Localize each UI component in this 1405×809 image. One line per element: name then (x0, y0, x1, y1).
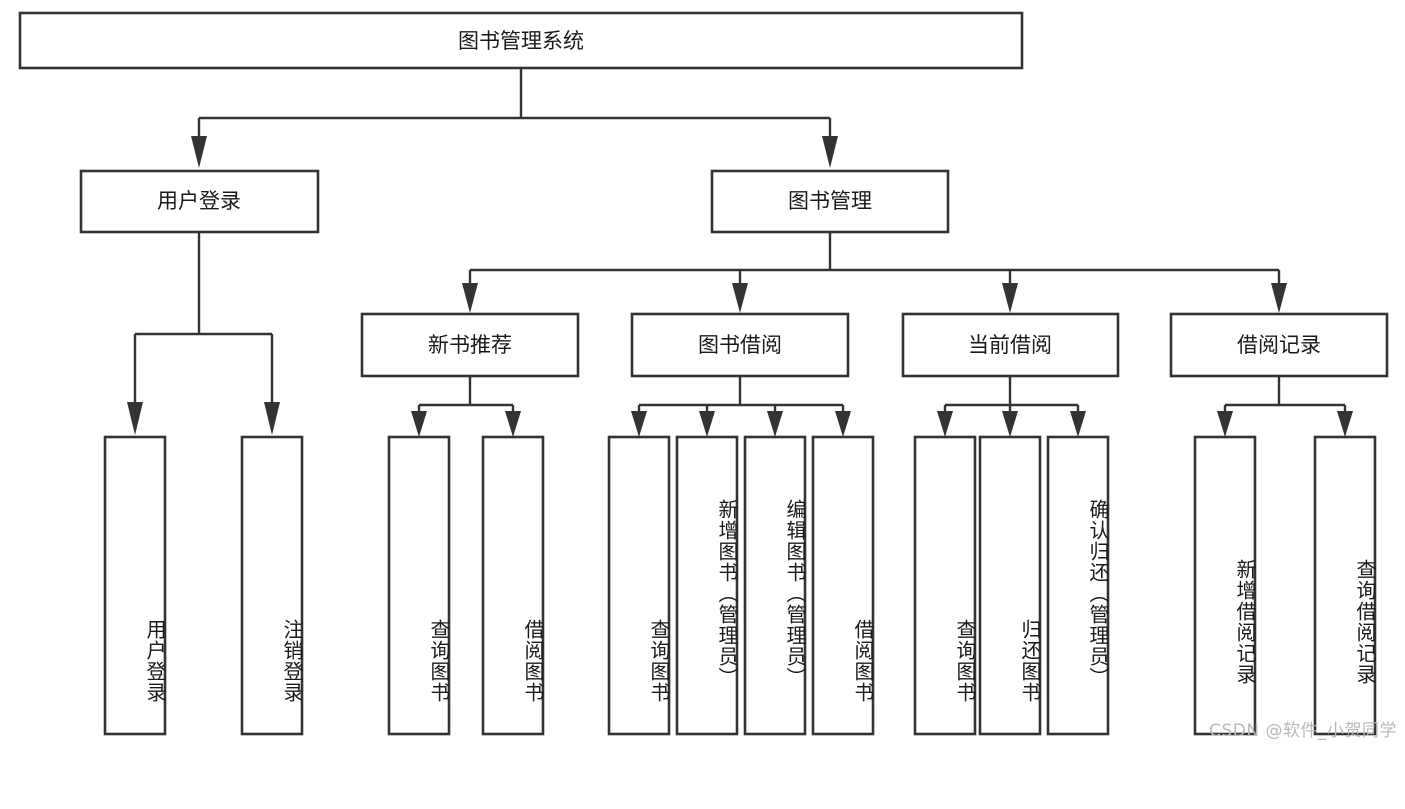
node-user-login-label: 用户登录 (157, 189, 241, 213)
arrow-head-leaf-borrow-book-1 (505, 411, 521, 437)
arrow-head-leaf-user-login (127, 402, 143, 435)
node-leaf-confirm-return[interactable] (1046, 435, 1110, 736)
node-leaf-user-login[interactable] (103, 435, 167, 736)
arrow-head-leaf-return-book (1002, 411, 1018, 437)
arrow-head-leaf-query-record (1337, 411, 1353, 437)
node-leaf-borrow-book-1[interactable] (481, 435, 545, 736)
arrow-head-new-book-recommend (462, 283, 478, 313)
node-leaf-query-book-3[interactable] (913, 435, 977, 736)
node-root[interactable] (18, 11, 1024, 70)
arrow-head-current-borrow (1002, 283, 1018, 313)
node-leaf-query-book-1[interactable] (387, 435, 451, 736)
arrow-head-leaf-query-book-3 (937, 411, 953, 437)
node-leaf-borrow-book-2[interactable] (811, 435, 875, 736)
arrow-head-leaf-borrow-book-2 (835, 411, 851, 437)
csdn-watermark: CSDN @软件_小贺同学 (1209, 721, 1397, 741)
node-book-management[interactable] (710, 169, 950, 234)
node-new-book-recommend-label: 新书推荐 (428, 333, 512, 357)
node-borrow-record-label: 借阅记录 (1237, 333, 1321, 357)
node-leaf-edit-book[interactable] (743, 435, 807, 736)
flowchart-diagram: 图书管理系统 用户登录 图书管理 新书推荐 图书借阅 当前借阅 借阅记录 (18, 11, 1397, 741)
node-user-login[interactable] (79, 169, 320, 234)
node-leaf-add-book[interactable] (675, 435, 739, 736)
node-current-borrow[interactable] (901, 312, 1120, 378)
arrow-head-borrow-record (1271, 283, 1287, 313)
node-borrow-record[interactable] (1169, 312, 1389, 378)
node-root-label: 图书管理系统 (458, 29, 584, 53)
arrow-head-leaf-query-book-2 (631, 411, 647, 437)
arrow-head-leaf-add-book (699, 411, 715, 437)
arrow-head-user-login (191, 136, 207, 168)
node-new-book-recommend[interactable] (360, 312, 580, 378)
node-book-borrow-label: 图书借阅 (698, 333, 782, 357)
node-book-management-label: 图书管理 (788, 189, 872, 213)
node-leaf-return-book[interactable] (978, 435, 1042, 736)
node-leaf-query-book-2[interactable] (607, 435, 671, 736)
arrow-head-leaf-add-record (1217, 411, 1233, 437)
connector-layer (127, 68, 1353, 437)
node-current-borrow-label: 当前借阅 (968, 333, 1052, 357)
node-layer: 图书管理系统 用户登录 图书管理 新书推荐 图书借阅 当前借阅 借阅记录 (18, 11, 1389, 736)
arrow-head-book-management (822, 136, 838, 168)
node-leaf-logout-login[interactable] (240, 435, 304, 736)
diagram-canvas: 图书管理系统 用户登录 图书管理 新书推荐 图书借阅 当前借阅 借阅记录 (18, 11, 1389, 736)
node-leaf-query-record[interactable] (1313, 435, 1377, 736)
arrow-head-leaf-query-book-1 (411, 411, 427, 437)
arrow-head-leaf-confirm-return (1070, 411, 1086, 437)
arrow-head-leaf-logout-login (264, 402, 280, 435)
node-leaf-add-record[interactable] (1193, 435, 1257, 736)
node-book-borrow[interactable] (630, 312, 850, 378)
arrow-head-book-borrow (732, 283, 748, 313)
arrow-head-leaf-edit-book (767, 411, 783, 437)
